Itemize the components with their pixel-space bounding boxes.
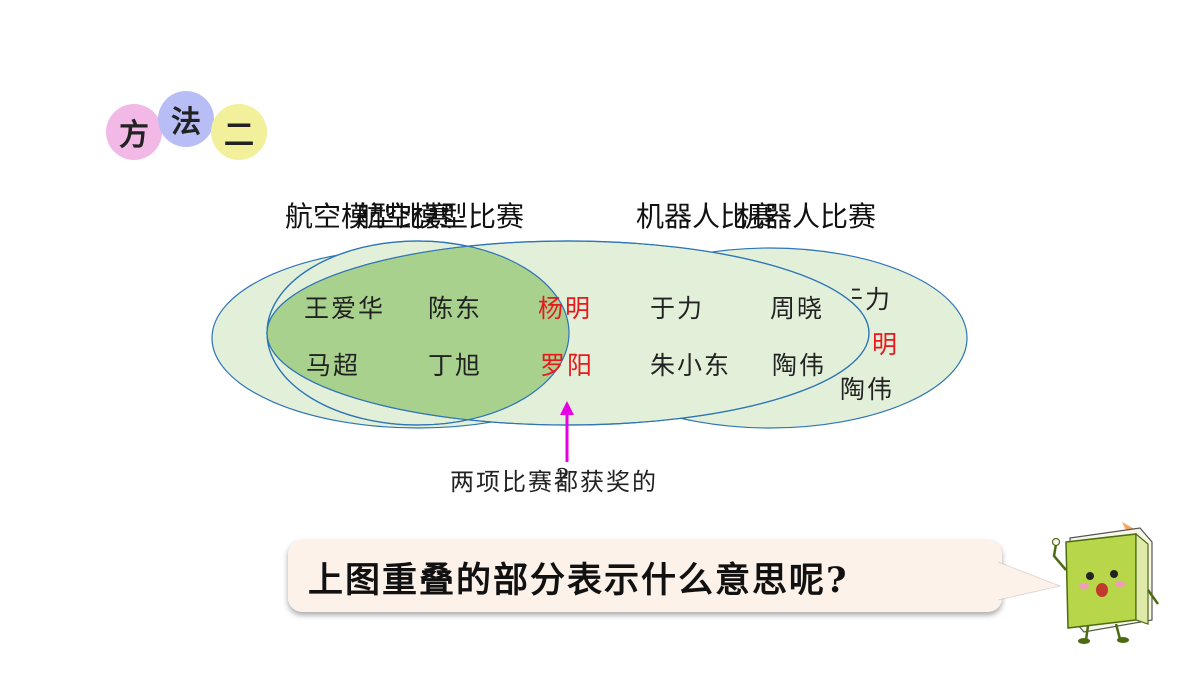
prompt-bubble: 上图重叠的部分表示什么意思呢? xyxy=(288,540,1002,612)
right-name-1: 于力 xyxy=(650,294,705,323)
venn-overlap xyxy=(267,241,569,425)
question-mark: ? xyxy=(556,464,571,492)
both-name-2: 罗阳 xyxy=(540,351,595,380)
badge-char-2: 法 xyxy=(171,105,201,140)
both-name-1: 杨明 xyxy=(538,294,593,323)
prompt-text: 上图重叠的部分表示什么意思呢? xyxy=(308,560,849,601)
aero-title-front: 航空模型比赛 xyxy=(356,200,525,233)
left-name-3: 马超 xyxy=(306,351,361,380)
right-name-4: 陶伟 xyxy=(772,351,827,380)
badge-circle-1: 方 xyxy=(106,104,162,160)
robot-title-back: 机器人比赛 xyxy=(636,200,777,233)
fragment-name-1: 于力 xyxy=(838,285,893,314)
badge-circle-2: 法 xyxy=(158,91,214,147)
fragment-name-3: 陶伟 xyxy=(840,375,895,404)
left-name-2: 陈东 xyxy=(428,294,483,323)
badge-char-3: 二 xyxy=(224,118,254,153)
left-name-1: 王爱华 xyxy=(304,294,386,323)
badge-char-1: 方 xyxy=(119,118,149,153)
aero-title-back: 航空模型比赛 xyxy=(285,200,454,233)
right-name-2: 周晓 xyxy=(770,294,825,323)
right-name-3: 朱小东 xyxy=(650,351,732,380)
both-awards-label: 两项比赛都获奖的 xyxy=(450,468,658,496)
fragment-name-2: 明 xyxy=(872,330,900,359)
left-name-4: 丁旭 xyxy=(428,351,483,380)
book-mascot-icon xyxy=(1051,522,1160,644)
robot-title-front: 机器人比赛 xyxy=(736,200,877,233)
badge-circle-3: 二 xyxy=(211,104,267,160)
pointer-arrow-head xyxy=(560,401,574,415)
prompt-bubble-tail xyxy=(998,561,1062,601)
